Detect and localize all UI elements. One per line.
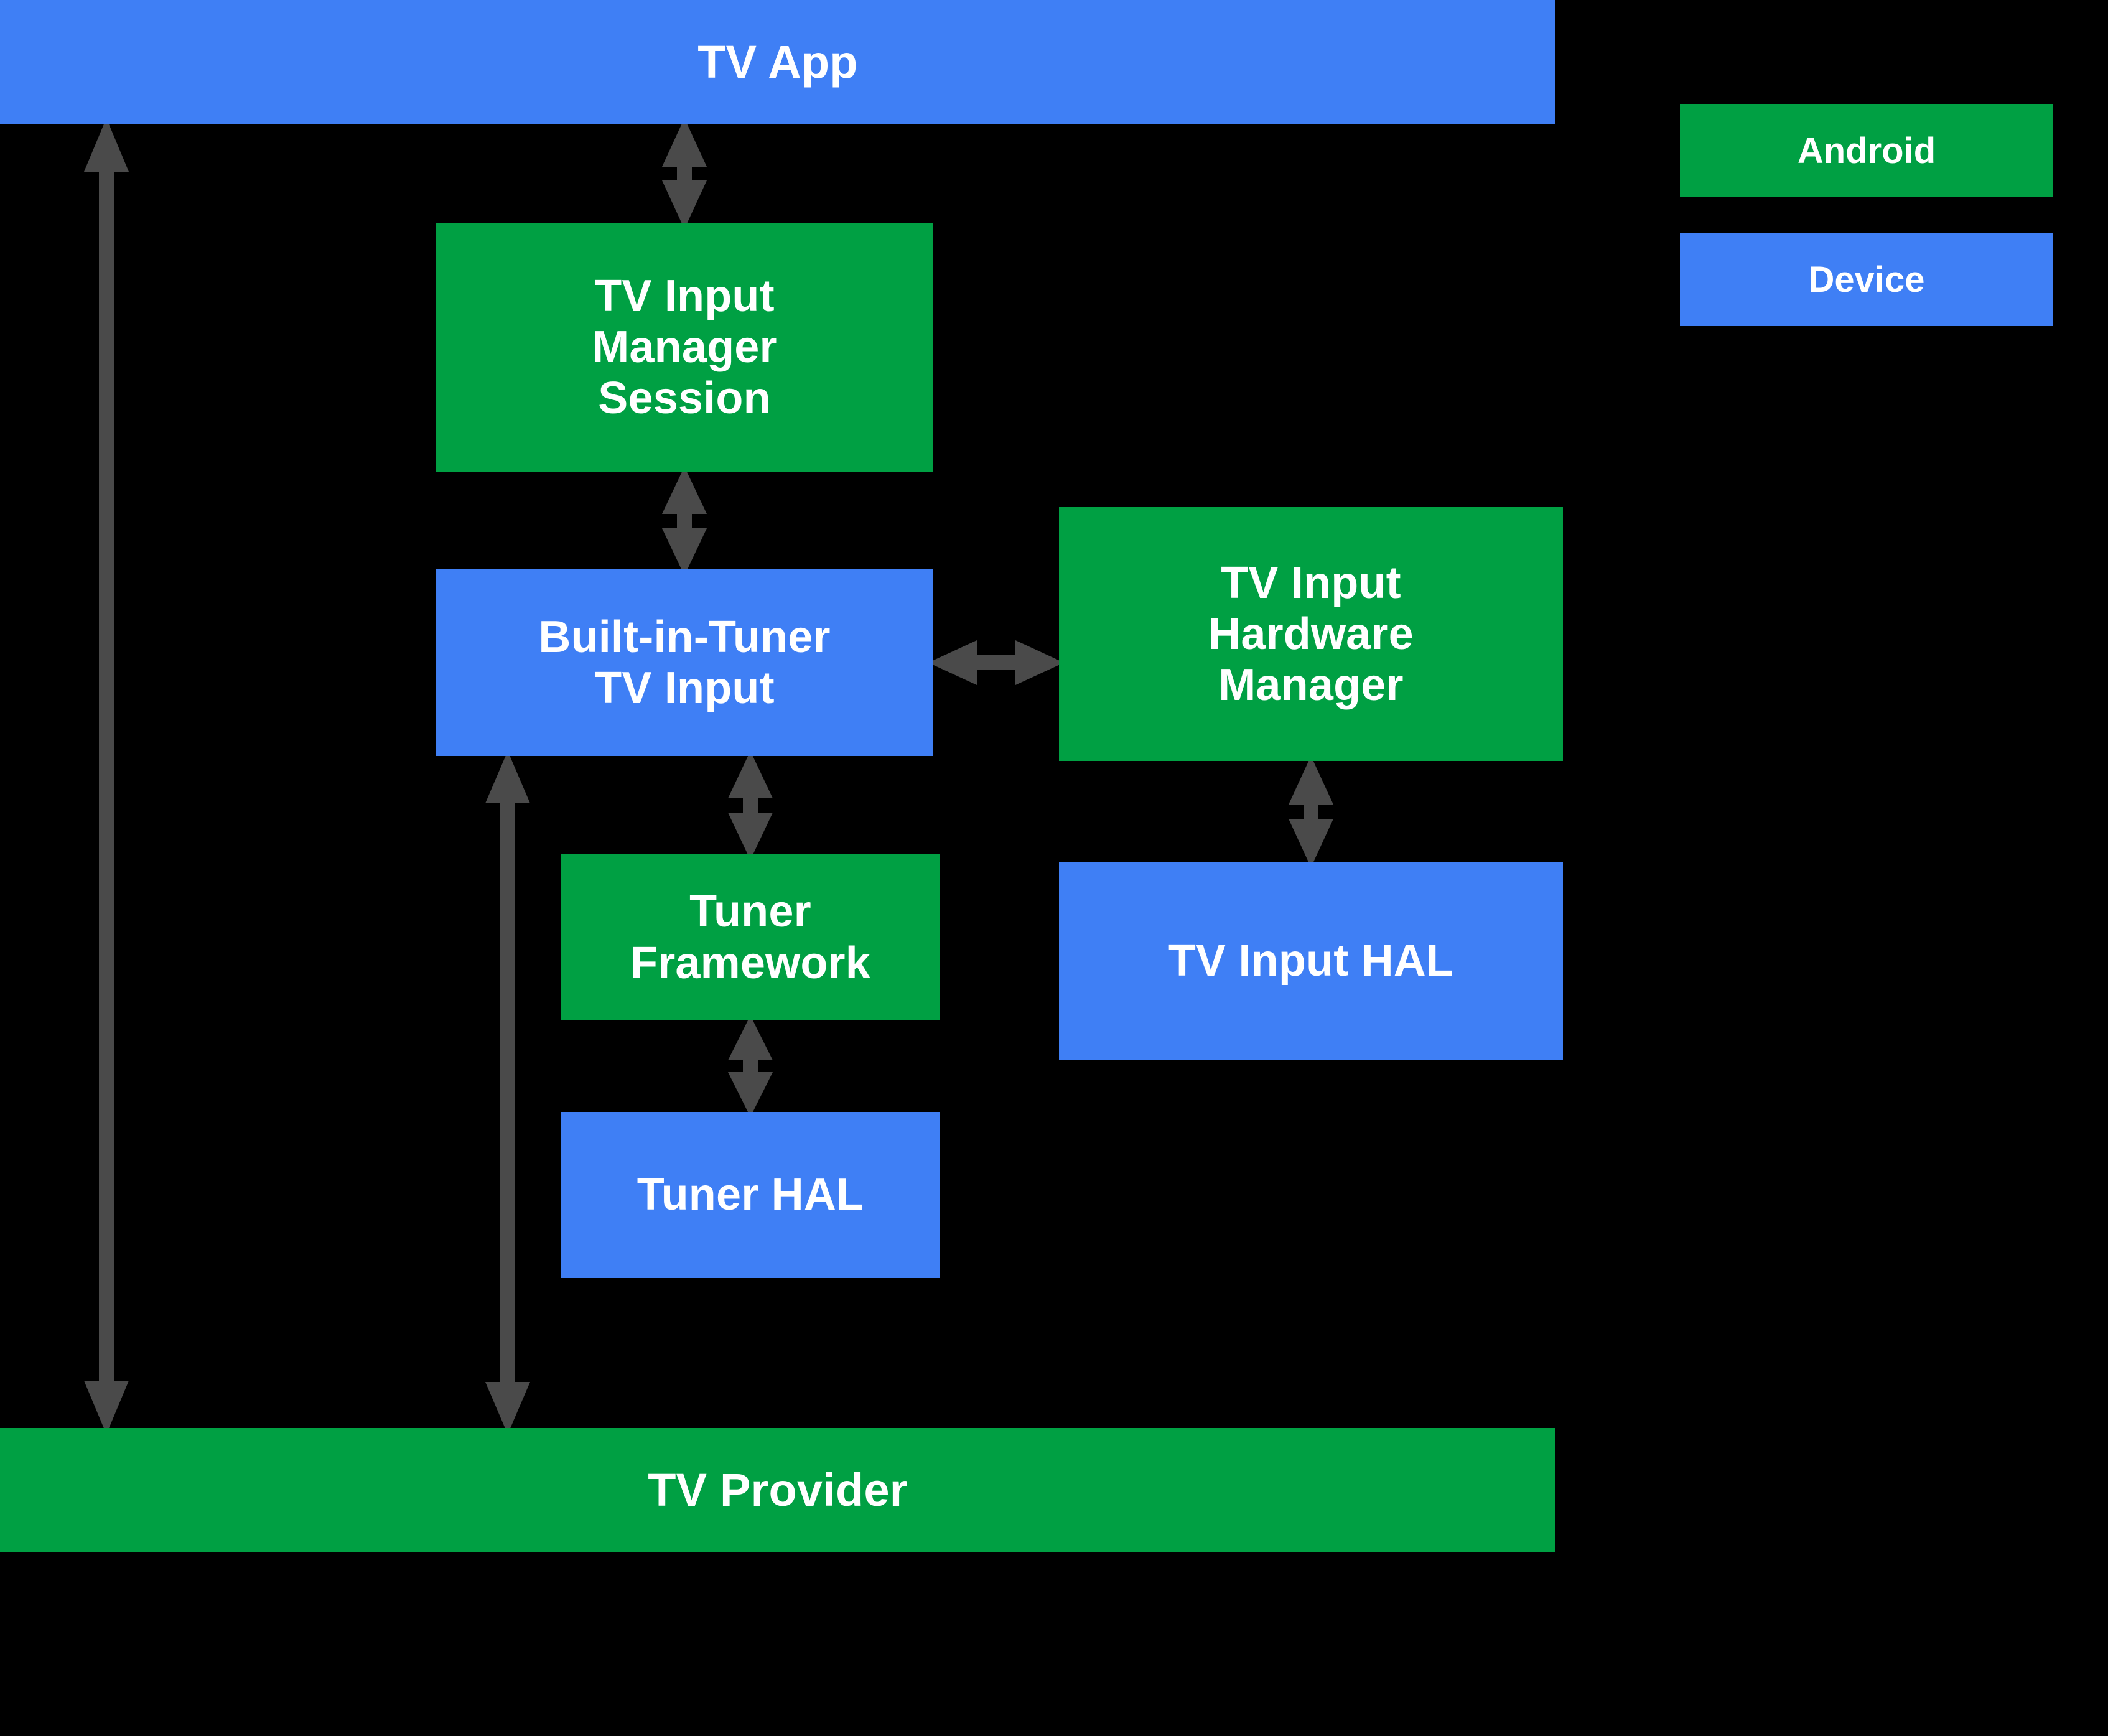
connector-tv-provider-to-tv-app — [84, 118, 129, 1434]
connector-tims-to-built-in-tuner — [662, 467, 707, 576]
node-built-in-tuner-tv-input[interactable]: Built-in-Tuner TV Input — [436, 569, 933, 756]
node-tuner-hal[interactable]: Tuner HAL — [561, 1112, 940, 1278]
legend-item-device[interactable]: Device — [1680, 233, 2053, 326]
connector-tv-app-to-tv-input-manager-session — [662, 118, 707, 229]
node-tv-provider[interactable]: TV Provider — [0, 1428, 1555, 1552]
node-tuner-framework[interactable]: Tuner Framework — [561, 854, 940, 1020]
node-tv-input-manager-session[interactable]: TV Input Manager Session — [436, 223, 933, 472]
connector-built-in-tuner-to-tuner-framework — [728, 751, 773, 860]
node-tv-input-hardware-manager[interactable]: TV Input Hardware Manager — [1059, 507, 1563, 761]
connector-tv-input-hardware-manager-to-tv-input-hal — [1289, 756, 1333, 867]
node-tv-app[interactable]: TV App — [0, 0, 1555, 124]
legend-item-android[interactable]: Android — [1680, 104, 2053, 197]
connector-built-in-tuner-to-tv-input-hardware-manager — [928, 640, 1064, 685]
connector-tuner-framework-to-tuner-hal — [728, 1015, 773, 1117]
node-tv-input-hal[interactable]: TV Input HAL — [1059, 862, 1563, 1060]
connector-built-in-tuner-to-tv-provider — [485, 751, 530, 1434]
